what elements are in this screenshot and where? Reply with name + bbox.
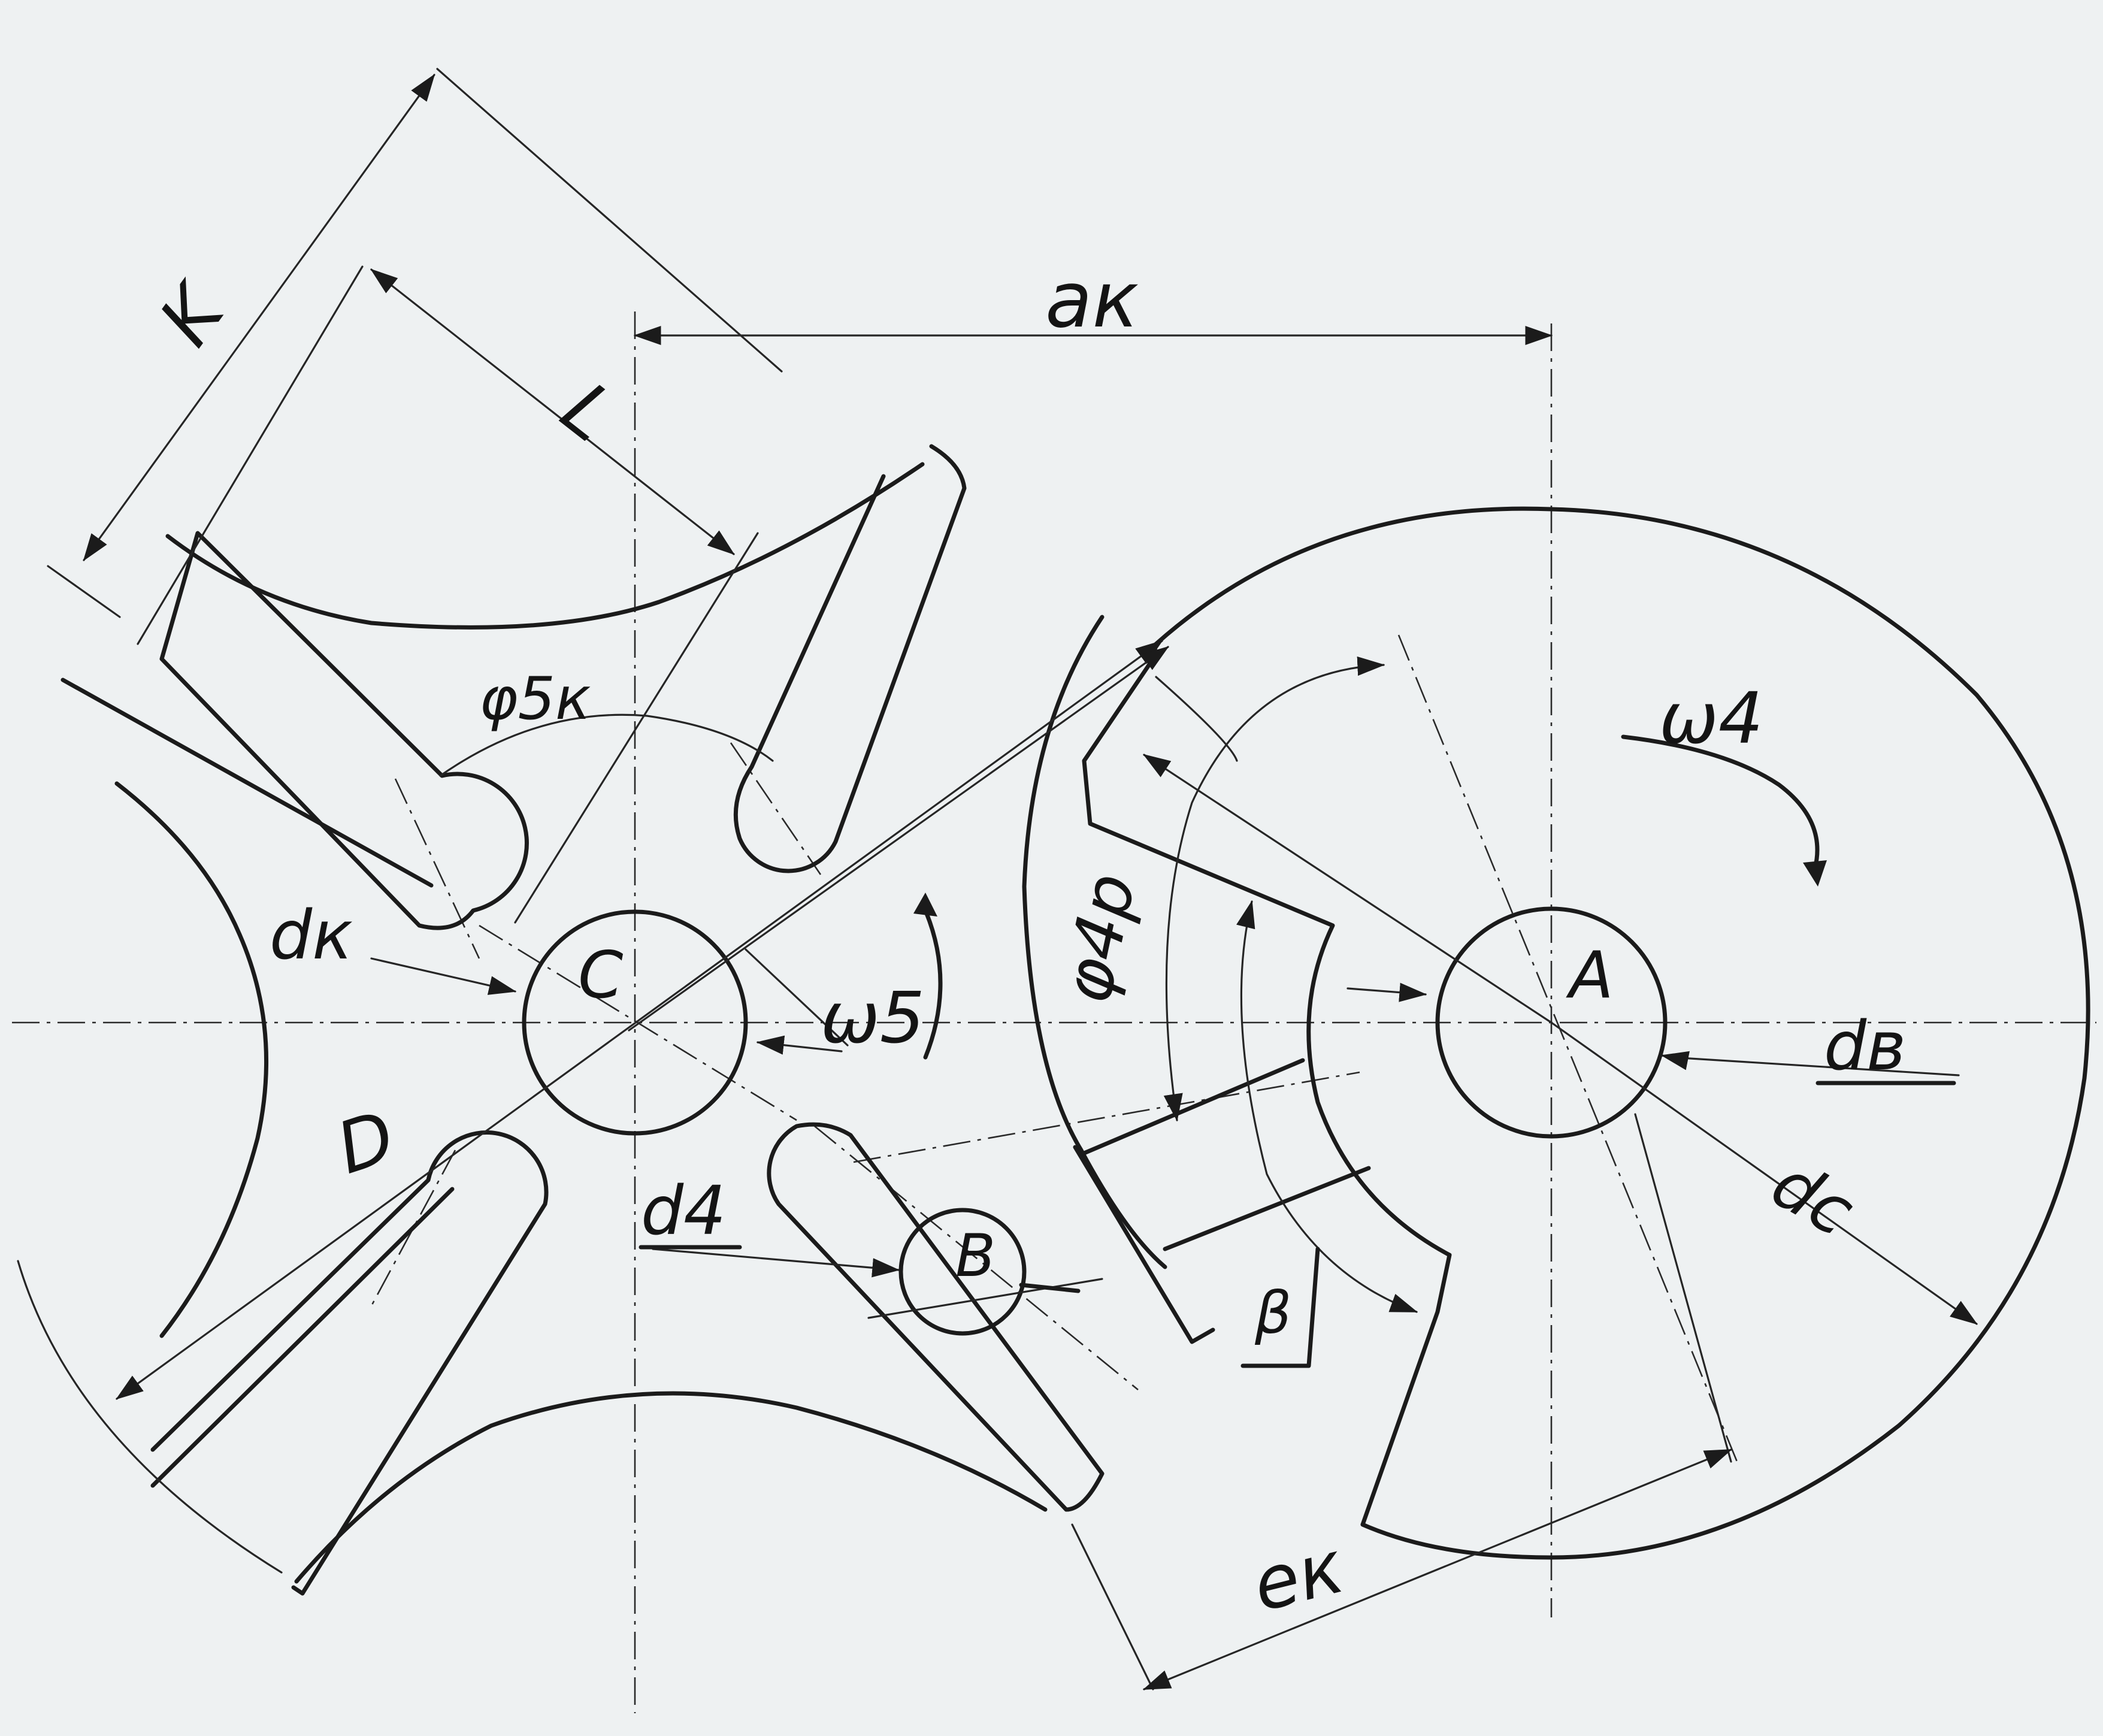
axis-b-a [853,1071,1360,1163]
slot-south-east [767,1122,1105,1512]
ext-e-k-right [1634,1113,1732,1463]
omega-4-arrowhead [1803,860,1827,887]
ext-e-k-left [1071,1523,1154,1690]
beta-frame [1240,1247,1320,1368]
omega-5-arrowhead [913,893,937,917]
crank-arm-top [1082,1058,1305,1156]
leader-d-v [1670,1056,1960,1076]
label-d-v: dв [1824,1008,1906,1085]
phi-4p-arc [1163,656,1385,1122]
axis-a-upper-lower [1397,634,1738,1462]
label-d-big: D [327,1094,404,1190]
crank-arm-bottom [1163,1166,1371,1251]
center-lines [12,311,2096,1713]
dim-k [83,74,435,561]
driving-crank [898,506,2090,1560]
omega-5-arc [923,908,943,1060]
dimension-lines [47,68,1978,1690]
label-phi-5k: φ5к [479,665,591,733]
locking-arc-top [165,462,925,630]
outer-circle-d-arc [17,1260,283,1574]
ray-a-crank [1143,754,1553,1024]
locking-arc-west [114,781,269,1338]
axis-slot-nw [394,778,480,959]
geneva-wheel [17,444,1105,1596]
beta-arc [1236,900,1418,1313]
label-d-k: dк [270,897,353,975]
ext-l-top [137,265,364,645]
ext-k-top [436,68,783,373]
leader-d-k [370,957,517,995]
label-k: K [143,268,243,361]
crank-hub-circle [1435,906,1668,1139]
label-beta: β [1254,1280,1291,1347]
slot-south-west-edge [150,1187,455,1488]
crank-outer-circle [1154,506,2090,1560]
label-l: L [546,366,631,458]
label-phi-4p: φ4р [1048,867,1151,1010]
label-c: C [578,938,624,1013]
label-e-k: eк [1245,1524,1352,1628]
labels: K L aк φ5к ω4 ω5 φ4р dк C A dв dc D d4 B… [143,256,1956,1628]
pin-b-tick [1019,1283,1081,1293]
dim-d-c [1550,1021,1978,1325]
label-a-k: aк [1045,256,1139,345]
omega-4-arc [1621,734,1820,871]
label-d-4: d4 [641,1172,726,1250]
label-omega-5: ω5 [821,976,925,1059]
leader-hub-a [1346,982,1427,1002]
leader-d-4 [652,1248,900,1278]
ext-k-bottom [47,565,121,618]
label-b: B [955,1222,995,1290]
ray-c-crank [628,646,1169,1032]
dim-l [370,268,735,555]
label-omega-4: ω4 [1659,677,1763,760]
dim-e-k [1142,1448,1733,1690]
label-d-c: dc [1759,1145,1867,1252]
pin-b-chord [867,1278,1103,1319]
axis-slot-ne [730,742,822,875]
locking-disc-contour [1082,642,1452,1527]
label-a: A [1566,938,1614,1013]
phi-4p-ext [1155,676,1238,762]
slot-north-west [159,531,529,930]
dim-d [116,640,1163,1400]
